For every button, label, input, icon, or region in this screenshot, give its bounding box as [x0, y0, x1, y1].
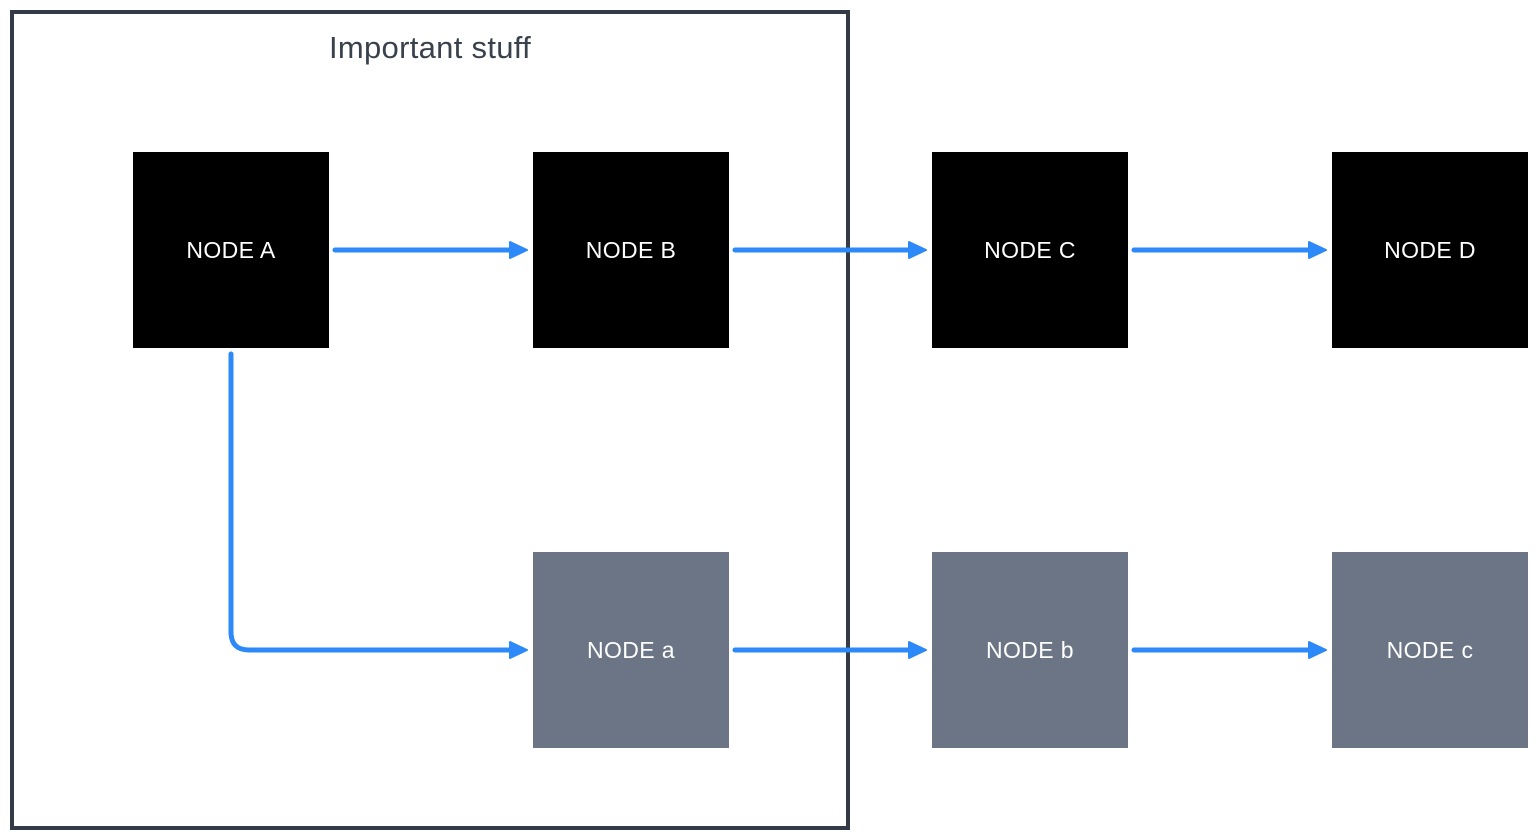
arrowhead-icon: [1308, 241, 1327, 259]
arrowhead-icon: [509, 641, 528, 659]
edge-C-D[interactable]: [1131, 241, 1327, 259]
edge-A-a[interactable]: [228, 351, 528, 659]
node-A[interactable]: NODE A: [133, 152, 329, 348]
arrowhead-icon: [908, 641, 927, 659]
node-b[interactable]: NODE b: [932, 552, 1128, 748]
node-c[interactable]: NODE c: [1332, 552, 1528, 748]
arrowhead-icon: [509, 241, 528, 259]
node-D[interactable]: NODE D: [1332, 152, 1528, 348]
edge-b-c[interactable]: [1131, 641, 1327, 659]
edge-a-b[interactable]: [732, 641, 927, 659]
node-B[interactable]: NODE B: [533, 152, 729, 348]
edge-line[interactable]: [228, 351, 515, 653]
edge-A-B[interactable]: [332, 241, 528, 259]
group-title: Important stuff: [328, 30, 532, 65]
arrowhead-icon: [1308, 641, 1327, 659]
node-a[interactable]: NODE a: [533, 552, 729, 748]
group-container[interactable]: Important stuff: [10, 10, 850, 830]
node-C[interactable]: NODE C: [932, 152, 1128, 348]
arrowhead-icon: [908, 241, 927, 259]
edge-B-C[interactable]: [732, 241, 927, 259]
